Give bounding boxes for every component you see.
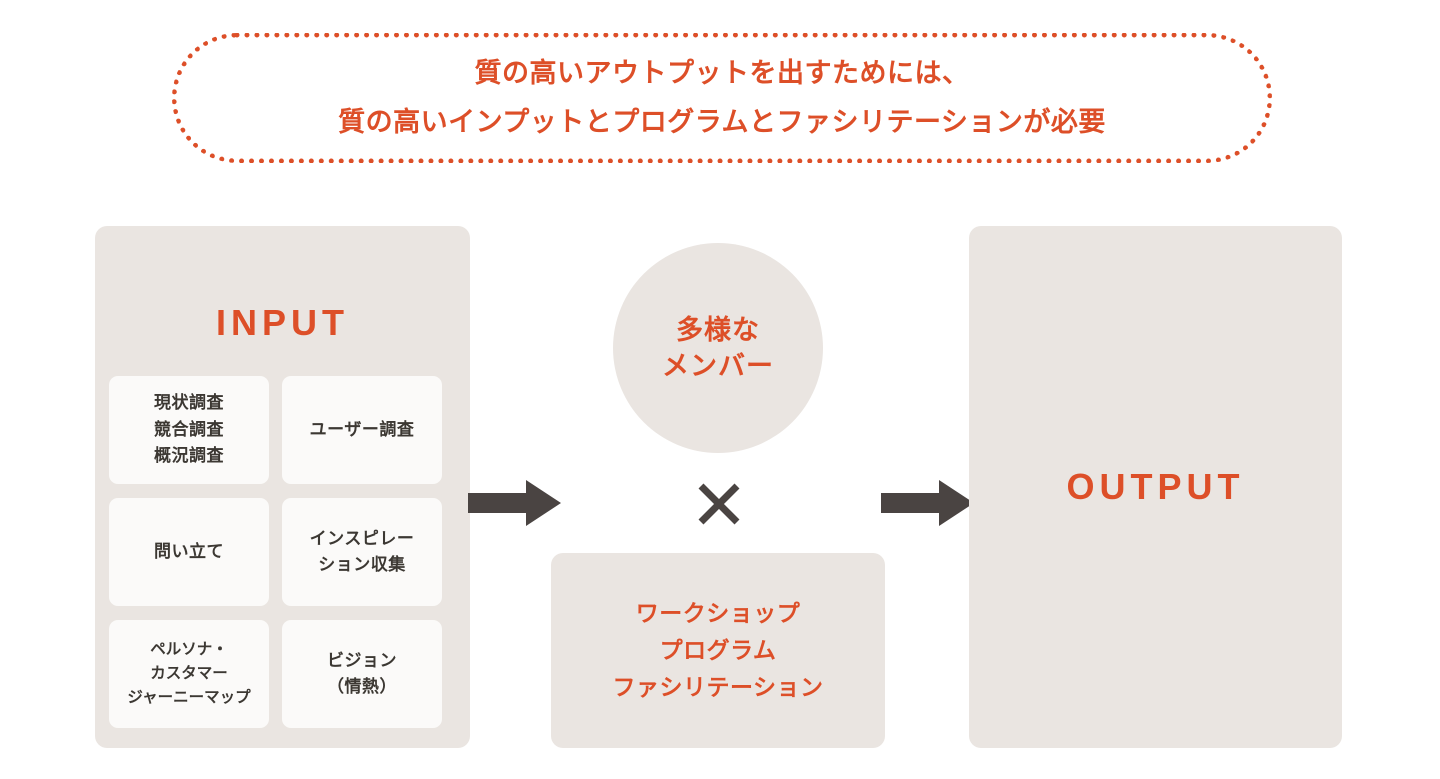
input-panel: INPUT 現状調査競合調査概況調査 ユーザー調査 問い立て インスピレーション… <box>95 226 470 748</box>
input-card-inspiration: インスピレーション収集 <box>282 498 442 606</box>
circle-line-2: メンバー <box>662 351 774 381</box>
multiply-cross-icon <box>698 483 740 525</box>
output-panel: OUTPUT <box>969 226 1342 748</box>
circle-line-1: 多様な <box>676 314 760 345</box>
program-line-1: ワークショップ <box>635 600 801 627</box>
input-card-questioning: 問い立て <box>109 498 269 606</box>
input-card-grid: 現状調査競合調査概況調査 ユーザー調査 問い立て インスピレーション収集 ペルソ… <box>109 376 456 728</box>
input-card-vision: ビジョン（情熱） <box>282 620 442 728</box>
program-panel: ワークショップ プログラム ファシリテーション <box>551 553 885 748</box>
program-line-2: プログラム <box>659 637 777 664</box>
arrow-right-icon-center-to-output <box>881 480 974 526</box>
output-title: OUTPUT <box>1066 466 1245 507</box>
diverse-members-circle: 多様な メンバー <box>613 243 823 453</box>
input-card-research: 現状調査競合調査概況調査 <box>109 376 269 484</box>
input-title: INPUT <box>216 302 349 343</box>
input-card-persona: ペルソナ・カスタマージャーニーマップ <box>109 620 269 728</box>
input-card-user-research: ユーザー調査 <box>282 376 442 484</box>
banner-line-1: 質の高いアウトプットを出すためには、 <box>474 58 970 88</box>
banner-line-2: 質の高いインプットとプログラムとファシリテーションが必要 <box>338 107 1106 137</box>
program-line-3: ファシリテーション <box>612 673 824 700</box>
arrow-right-icon-input-to-center <box>468 480 561 526</box>
headline-banner: 質の高いアウトプットを出すためには、 質の高いインプットとプログラムとファシリテ… <box>172 33 1272 163</box>
